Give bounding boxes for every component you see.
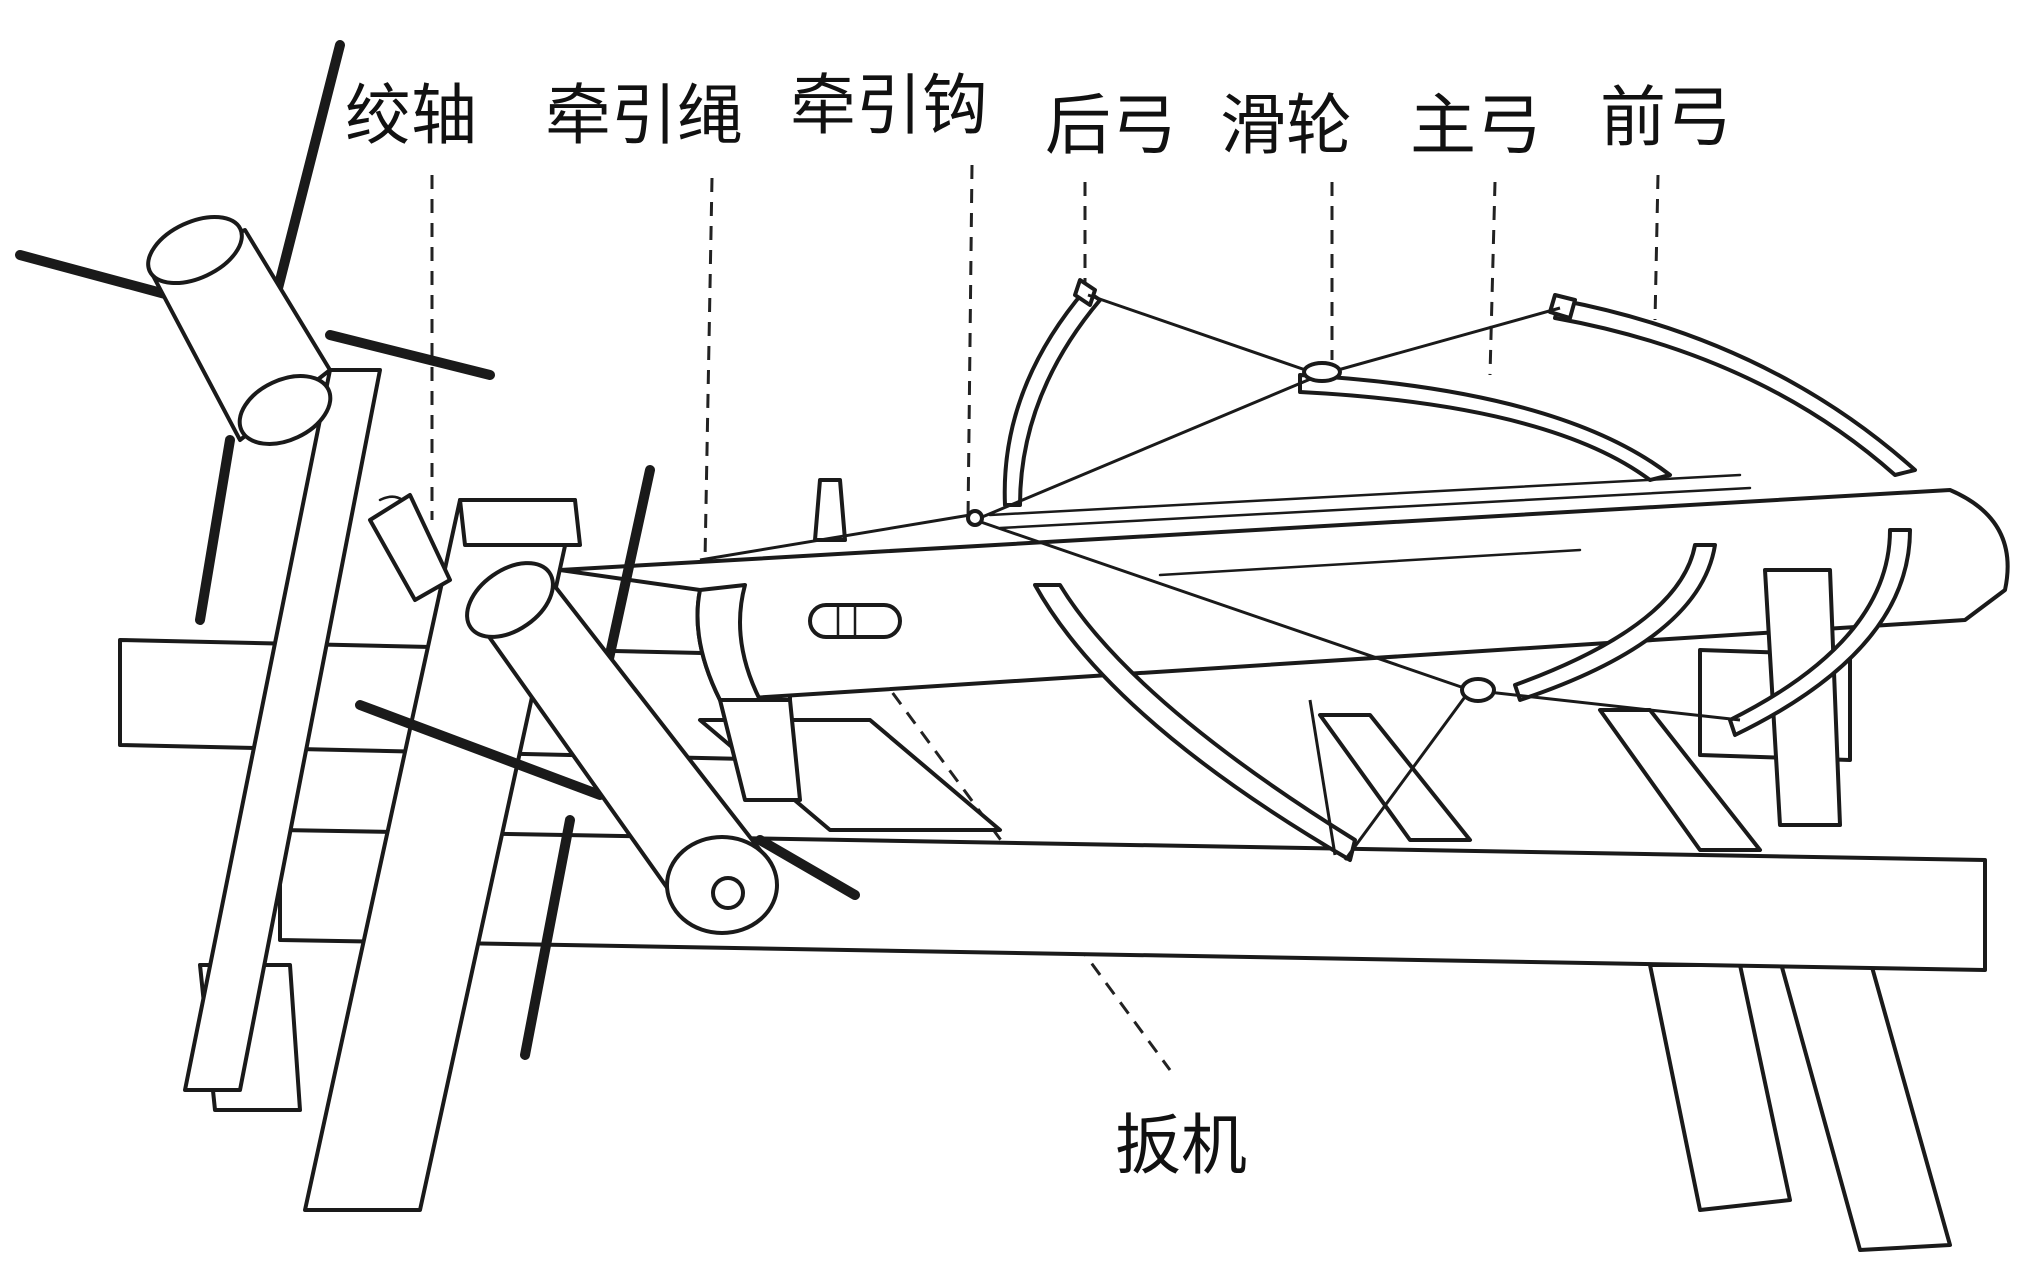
lower-winch-handle-bottom: [520, 815, 575, 1060]
rear-bow-upper-limb: [1002, 288, 1102, 507]
leader-traction-rope: [703, 177, 714, 561]
rear-bow-string-top: [1087, 293, 1321, 377]
label-rear-bow: 后弓: [1045, 87, 1177, 164]
arrow-groove-top: [988, 473, 1742, 517]
platform-board-2: [1318, 713, 1472, 842]
leader-traction-hook: [966, 164, 974, 521]
lower-winch-handle-left: [355, 700, 605, 800]
bows: [1002, 278, 1917, 862]
bow-strings: [699, 293, 1741, 861]
winch-drum-collar: [237, 374, 333, 446]
winch-handle-right: [325, 330, 495, 380]
upper-winch-axle: [15, 40, 495, 625]
label-traction-rope: 牵引绳: [545, 77, 743, 154]
label-front-bow: 前弓: [1600, 79, 1732, 156]
lower-pulley: [1460, 677, 1496, 703]
winch-handle-top: [270, 40, 345, 305]
main-bow-upper-limb: [1298, 373, 1672, 482]
bottom-tie-rope: [1308, 699, 1337, 856]
rear-bow-tip: [1073, 278, 1097, 307]
stock-line: [1158, 548, 1582, 577]
stock-support-rear: [718, 698, 802, 802]
front-bow-lower-limb: [1728, 528, 1912, 737]
leader-main-bow: [1488, 181, 1497, 376]
winch-drum-end: [146, 214, 244, 286]
winch-post-cap: [458, 498, 582, 547]
winch-post-rear: [183, 368, 382, 1092]
main-bow-lower-limb: [1513, 543, 1717, 702]
lower-winch: [355, 465, 860, 1060]
traction-hook: [966, 509, 984, 527]
winch-handle-bottom: [195, 435, 235, 625]
winch-handle-left: [15, 250, 185, 303]
leader-front-bow: [1653, 174, 1660, 321]
traction-rope-lower: [974, 518, 1471, 692]
platform-board-3: [1598, 708, 1762, 852]
crossbow-stock: [368, 473, 2010, 827]
label-main-bow: 主弓: [1410, 87, 1542, 164]
label-traction-hook: 牵引钩: [790, 67, 988, 144]
label-winch-axle: 绞轴: [345, 77, 477, 154]
label-pulley: 滑轮: [1220, 87, 1352, 164]
rear-leg-far: [1778, 958, 1952, 1252]
arrow-groove-bottom: [998, 486, 1752, 530]
lower-winch-handle-right: [755, 835, 860, 900]
sight-post: [813, 478, 847, 542]
winch-posts: [183, 368, 582, 1212]
lower-winch-drum-end: [465, 561, 555, 639]
rear-bow-string-bottom: [1343, 689, 1472, 861]
front-bow-upper-limb: [1553, 298, 1917, 477]
traction-rope-upper: [974, 373, 1321, 522]
pulleys: [966, 361, 1496, 703]
lower-winch-hub-center: [711, 876, 745, 910]
front-bow-tip: [1548, 293, 1577, 320]
front-bow-string-bottom: [1469, 688, 1741, 722]
front-bow-string-top: [1319, 306, 1561, 377]
label-trigger: 扳机: [1115, 1107, 1247, 1184]
traction-rope-to-winch: [699, 513, 971, 562]
spring-housing: [368, 493, 452, 602]
rear-leg-right: [1648, 963, 1792, 1212]
upper-pulley: [1302, 361, 1342, 383]
